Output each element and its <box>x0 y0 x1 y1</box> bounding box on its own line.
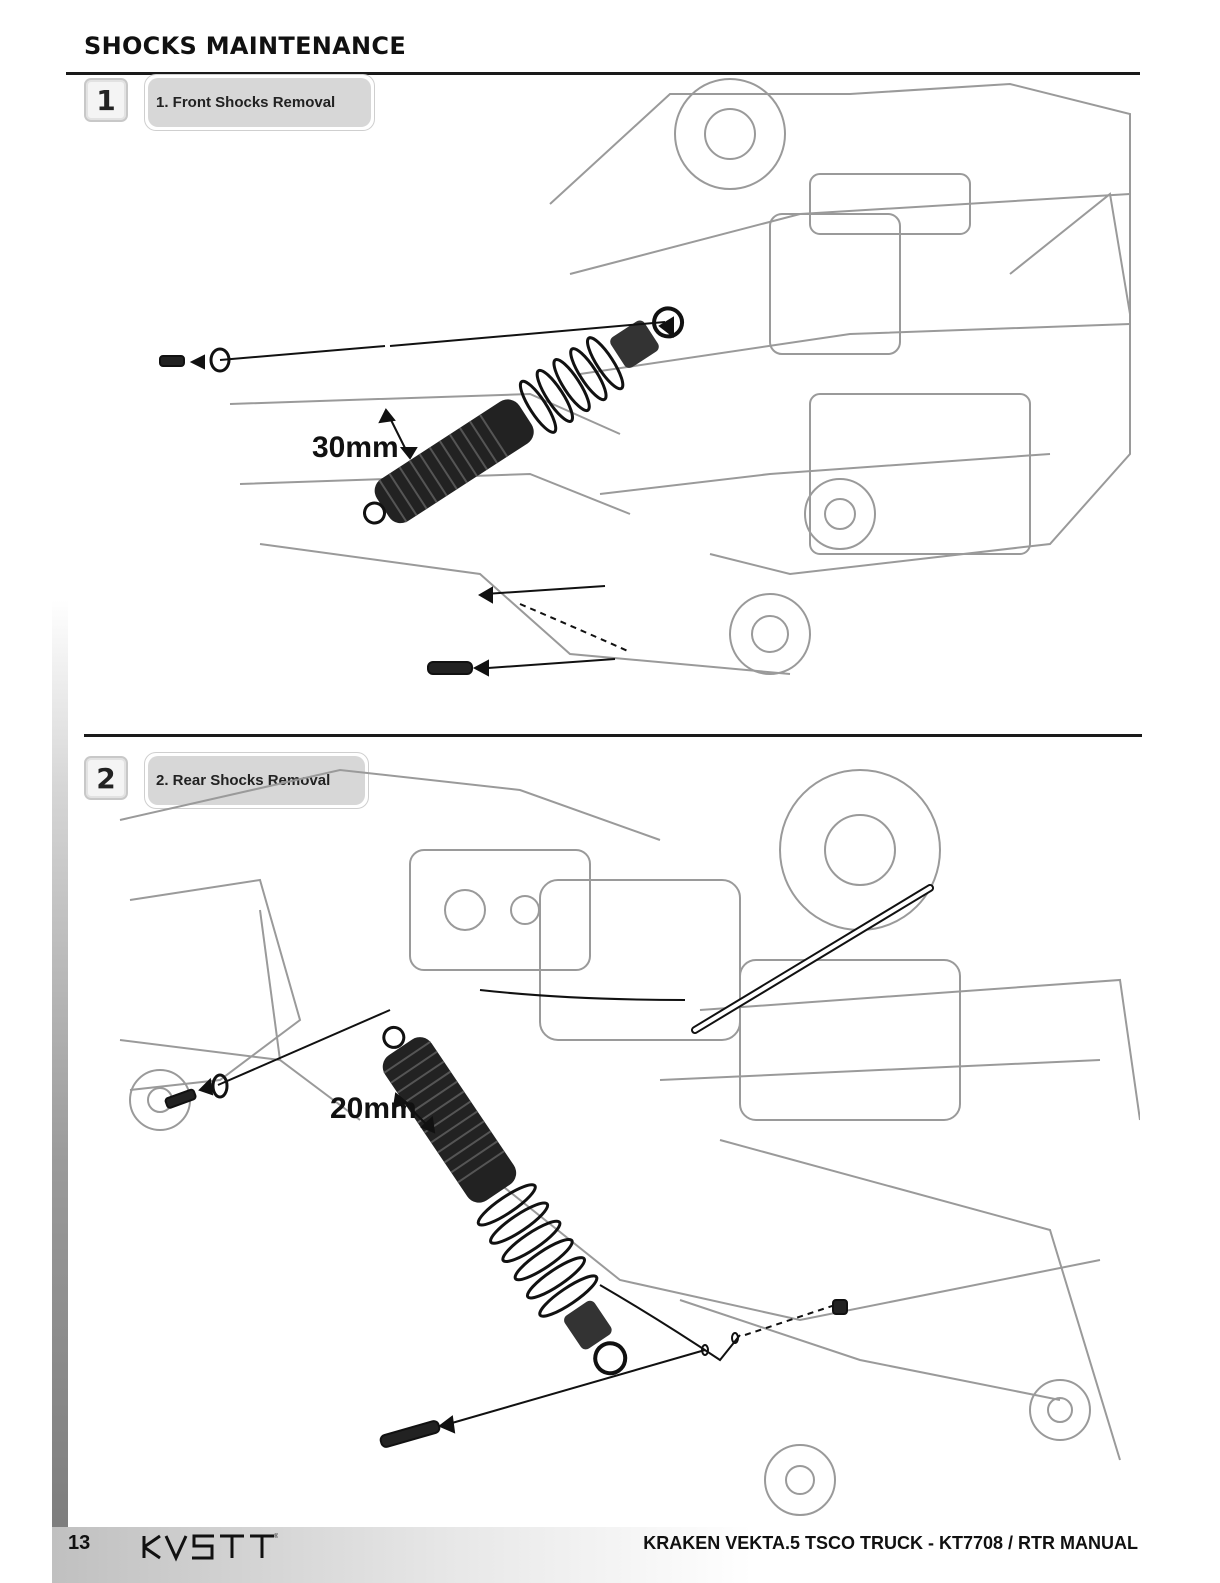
page-number: 13 <box>68 1532 90 1555</box>
front-shocks-removal-illustration: 30mm <box>150 74 1140 714</box>
rear-shocks-removal-illustration: 20mm <box>100 760 1140 1520</box>
section-divider-middle <box>84 734 1142 737</box>
manual-title: KRAKEN VEKTA.5 TSCO TRUCK - KT7708 / RTR… <box>643 1533 1138 1554</box>
svg-text:®: ® <box>274 1533 278 1540</box>
side-accent-bar <box>52 600 68 1540</box>
step-1-number-badge: 1 <box>84 78 128 122</box>
page-title: SHOCKS MAINTENANCE <box>84 32 406 60</box>
kv5tt-logo: ® <box>138 1532 278 1562</box>
step-2-dimension-label: 20mm <box>330 1092 417 1125</box>
step-1-dimension-label: 30mm <box>312 431 399 464</box>
